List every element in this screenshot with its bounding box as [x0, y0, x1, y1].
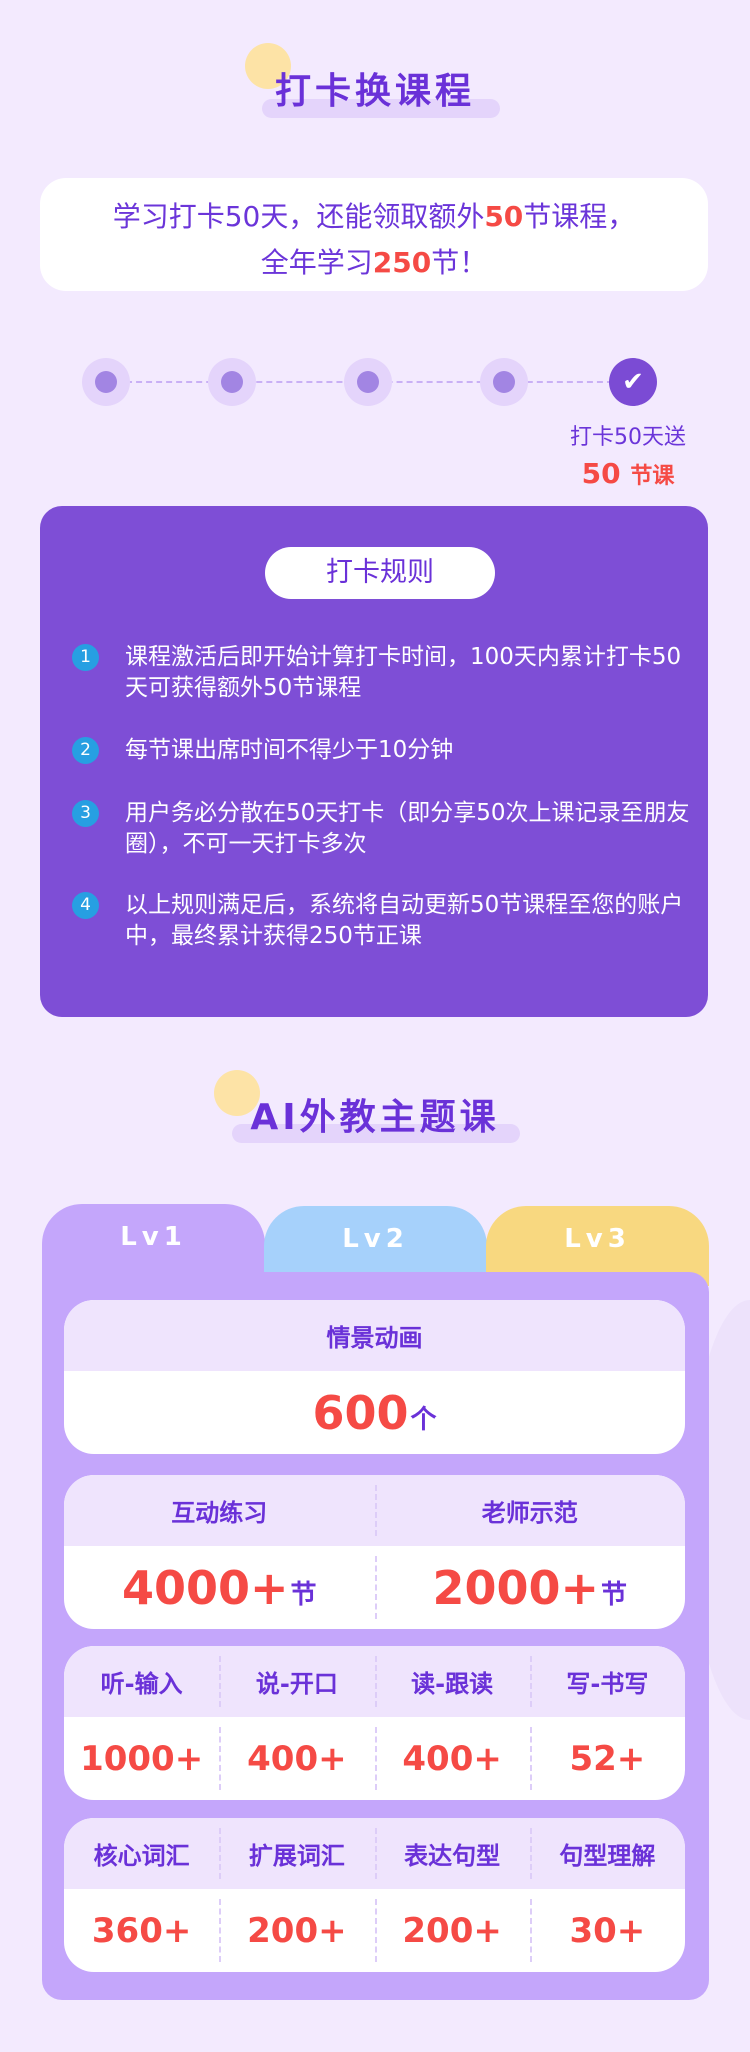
- stat-card: 听-输入说-开口读-跟读写-书写 1000+400+400+52+: [64, 1646, 685, 1800]
- intro-line-2: 全年学习250节！: [260, 246, 488, 279]
- section-title: AI外教主题课: [250, 1097, 500, 1138]
- progress-step: [480, 358, 528, 406]
- stat-card: 核心词汇扩展词汇表达句型句型理解 360+200+200+30+: [64, 1818, 685, 1972]
- title-underline: [232, 1124, 520, 1143]
- progress-step: [82, 358, 130, 406]
- tab-lv1[interactable]: Lv1: [42, 1204, 265, 1284]
- section-title: 打卡换课程: [274, 71, 475, 112]
- reward-label: 打卡50天送 50 节课: [570, 425, 686, 490]
- intro-line-1: 学习打卡50天，还能领取额外50节课程，: [112, 200, 636, 233]
- intro-card: 学习打卡50天，还能领取额外50节课程， 全年学习250节！: [40, 178, 708, 291]
- rules-title: 打卡规则: [265, 547, 495, 599]
- progress-step: [344, 358, 392, 406]
- title-decoration-circle: [214, 1070, 260, 1116]
- title-decoration-circle: [245, 43, 291, 89]
- progress-step: [208, 358, 256, 406]
- title-underline: [262, 99, 500, 118]
- check-icon: ✔: [609, 358, 657, 406]
